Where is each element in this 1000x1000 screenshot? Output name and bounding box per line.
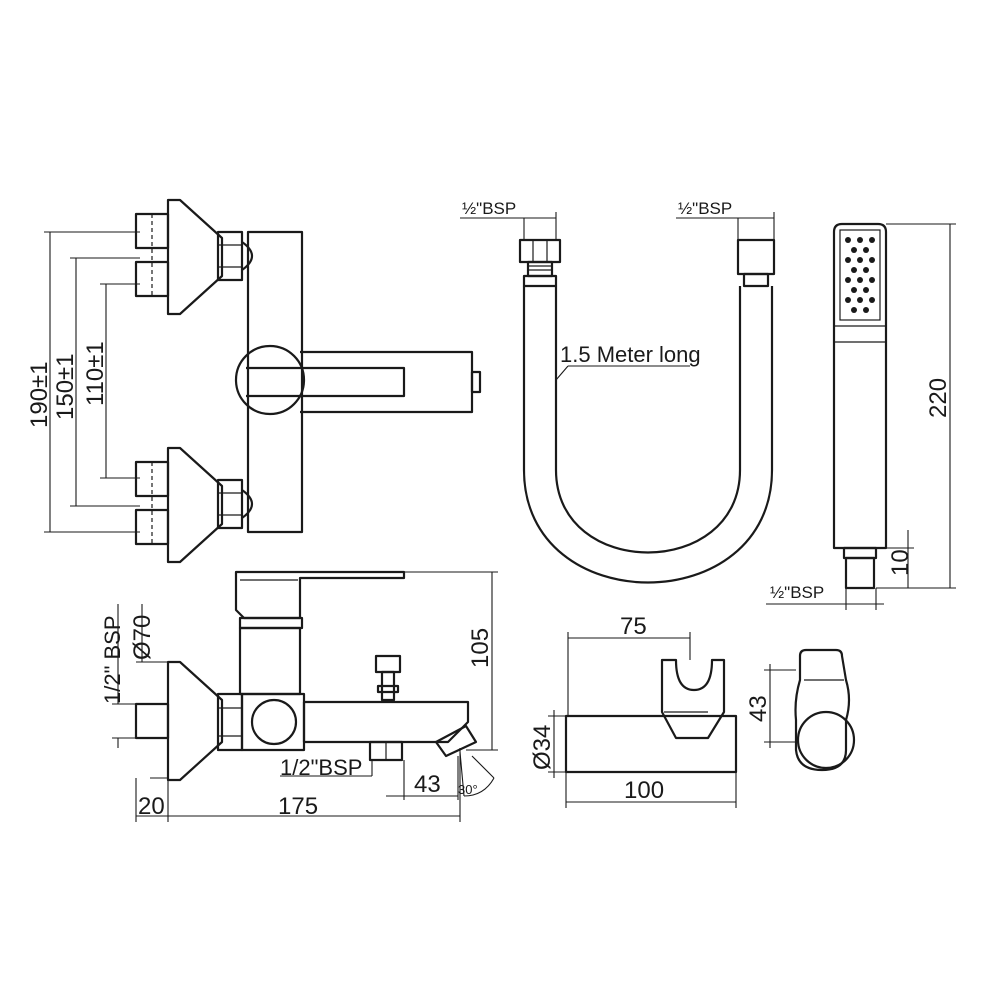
dim-10: 10: [887, 549, 914, 576]
outlet-thread-label: 1/2"BSP: [280, 755, 362, 780]
spray-nozzles: [845, 237, 875, 313]
dim-20: 20: [138, 793, 165, 820]
dim-150: 150±1: [52, 353, 79, 420]
dim-110: 110±1: [82, 341, 109, 406]
dim-220: 220: [925, 378, 952, 418]
dim-100: 100: [624, 777, 664, 804]
mixer-side-view: [134, 570, 478, 782]
dim-diameter-34: Ø34: [529, 725, 556, 770]
side-view-dimensions: 105 Ø70 1/2" BSP 20 175 1/2"BSP 43 30°: [100, 571, 498, 822]
holder-side-view: 43: [745, 648, 856, 772]
dim-190: 190±1: [26, 361, 53, 428]
front-view-dimensions: 190±1 150±1 110±1: [26, 231, 140, 533]
dim-angle-30: 30°: [458, 782, 478, 797]
hose-length-label: 1.5 Meter long: [560, 342, 701, 367]
dim-175: 175: [278, 793, 318, 820]
hose-thread-left: ½"BSP: [462, 199, 516, 218]
shower-hose: 1.5 Meter long ½"BSP ½"BSP: [460, 199, 776, 584]
inlet-thread-label: 1/2" BSP: [100, 615, 125, 704]
hand-shower: 220 10 ½"BSP: [766, 222, 956, 610]
mixer-front-view: [134, 198, 482, 564]
dim-75: 75: [620, 613, 647, 640]
dim-43-spout: 43: [414, 771, 441, 798]
hose-thread-right: ½"BSP: [678, 199, 732, 218]
shower-holder: 75 Ø34 100: [529, 613, 738, 808]
dim-105: 105: [467, 628, 494, 668]
dim-diameter-70: Ø70: [129, 615, 156, 660]
dim-43-holder: 43: [745, 695, 772, 722]
hand-shower-thread: ½"BSP: [770, 583, 824, 602]
